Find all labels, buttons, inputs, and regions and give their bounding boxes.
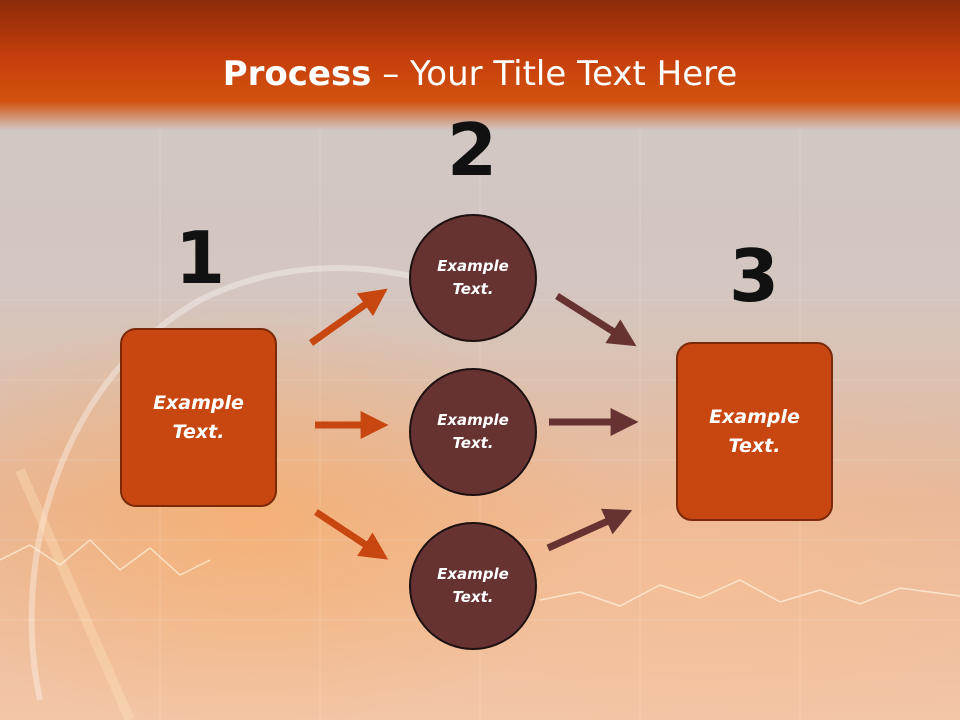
right-box-line1: Example xyxy=(709,405,800,428)
arrow-top-to-right xyxy=(555,293,637,347)
circle-middle-line1: Example xyxy=(437,411,509,429)
circle-middle[interactable]: Example Text. xyxy=(409,368,537,496)
step-number-1: 1 xyxy=(174,216,226,300)
circle-middle-line2: Text. xyxy=(452,434,494,452)
circle-bottom-line2: Text. xyxy=(452,588,494,606)
right-box[interactable]: Example Text. xyxy=(676,342,833,521)
header-bar xyxy=(0,0,960,130)
circle-top[interactable]: Example Text. xyxy=(409,214,537,342)
arrow-left-to-bottom xyxy=(314,509,389,560)
arrow-bottom-to-right xyxy=(546,508,633,552)
right-box-line2: Text. xyxy=(728,434,781,457)
left-box[interactable]: Example Text. xyxy=(120,328,277,507)
title-bold: Process xyxy=(222,54,372,94)
left-box-line2: Text. xyxy=(172,420,225,443)
circle-top-line2: Text. xyxy=(452,280,494,298)
circle-bottom[interactable]: Example Text. xyxy=(409,522,537,650)
left-box-line1: Example xyxy=(153,391,244,414)
title-rest: – Your Title Text Here xyxy=(371,54,738,94)
arrow-left-to-top xyxy=(308,288,388,346)
step-number-3: 3 xyxy=(728,234,780,318)
slide-title: Process – Your Title Text Here xyxy=(0,52,960,96)
step-number-2: 2 xyxy=(446,108,498,192)
circle-top-line1: Example xyxy=(437,257,509,275)
circle-bottom-line1: Example xyxy=(437,565,509,583)
